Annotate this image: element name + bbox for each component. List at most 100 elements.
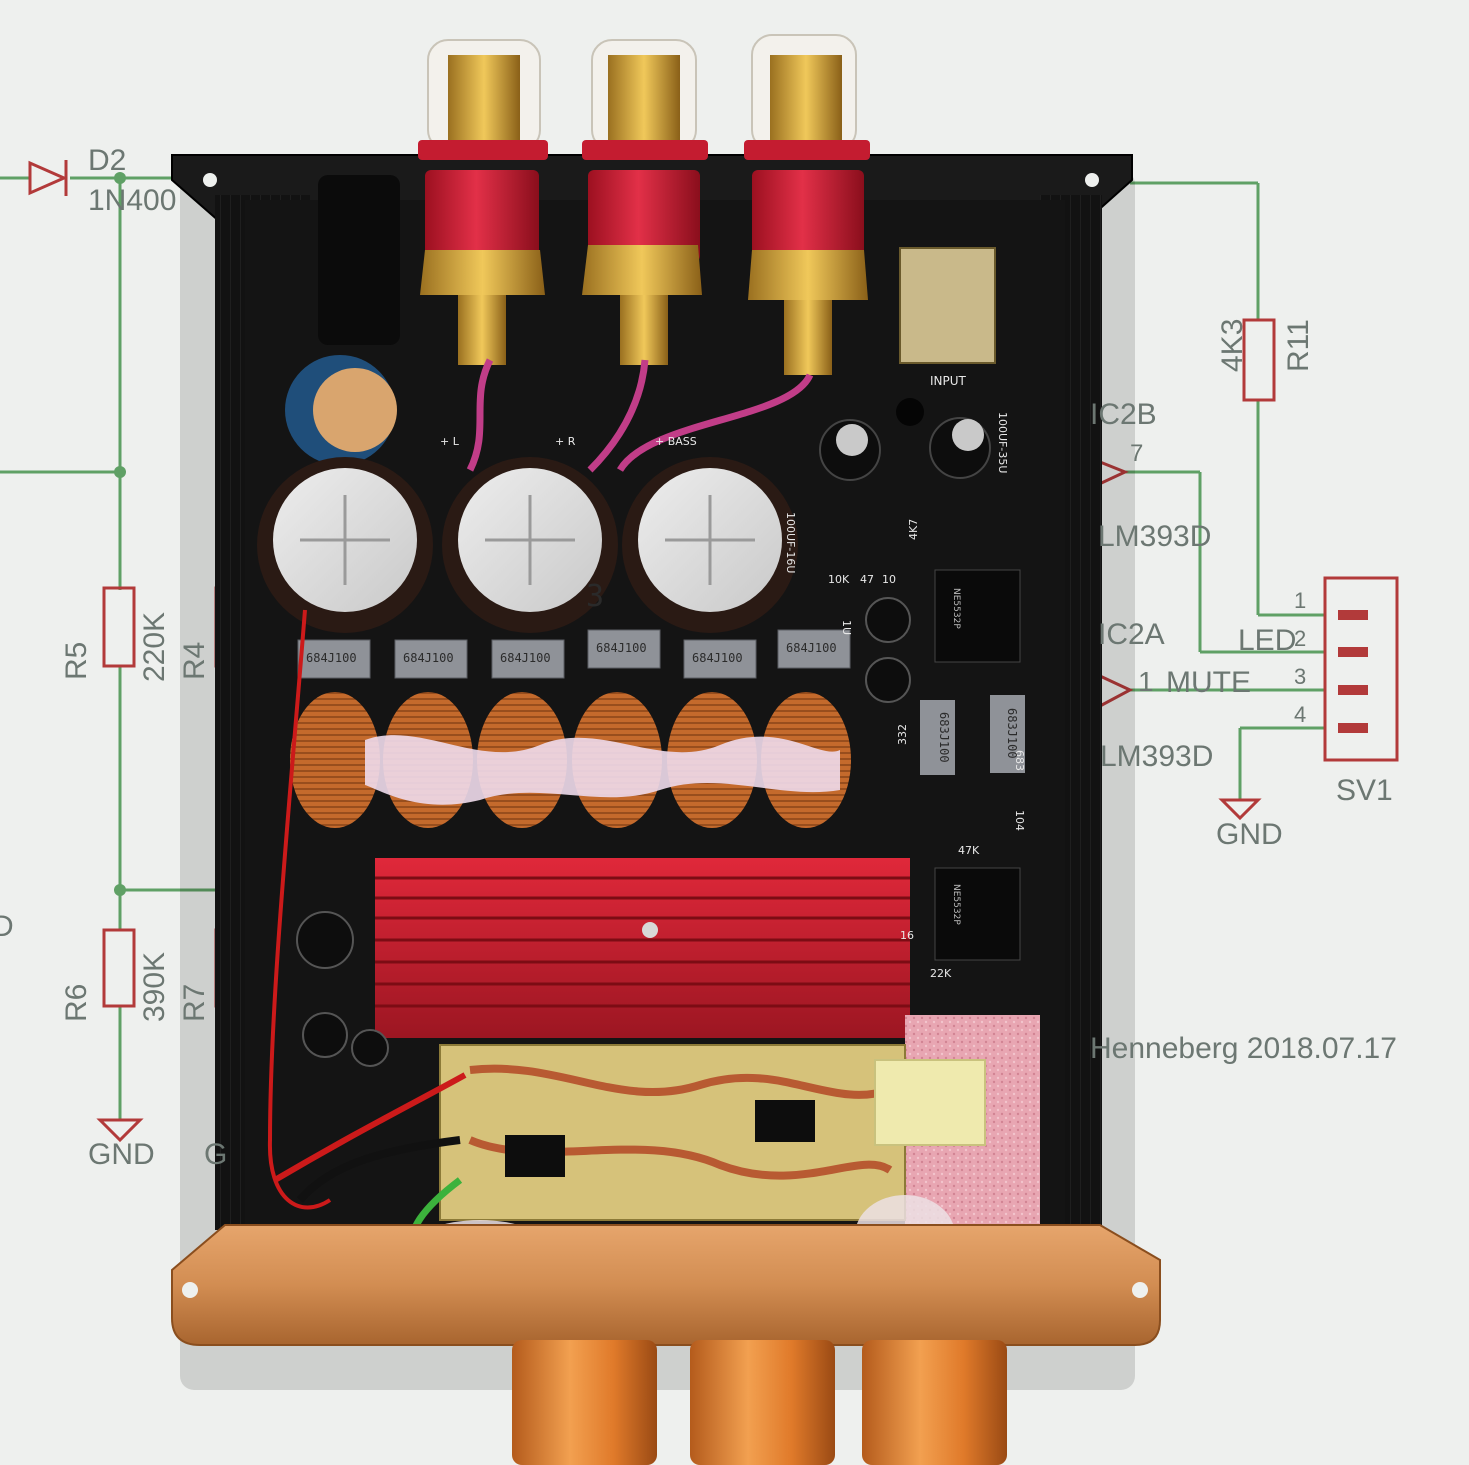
r5-value-label: 220K	[138, 611, 171, 682]
r6-ref-label: R6	[60, 983, 93, 1022]
film-cap-label: 684J100	[596, 641, 647, 655]
gnd-left-label: GND	[88, 1138, 155, 1171]
pcb-silk-10k: 10K	[828, 573, 850, 586]
conn-pin-2: 2	[1294, 626, 1307, 651]
connector-ref-label: SV1	[1336, 774, 1393, 807]
cap-marking-3: 3	[586, 579, 605, 614]
film-cap-label: 684J100	[500, 651, 551, 665]
capacitor-large-1	[257, 457, 433, 633]
film-capacitor	[990, 695, 1025, 773]
diode-symbol	[28, 160, 68, 196]
ic-marking-2: NE5532P	[951, 884, 961, 925]
pcb-polarity-r: + R	[555, 435, 576, 448]
signal-wire	[296, 1136, 461, 1203]
signal-wire	[273, 1072, 467, 1183]
pcb-silk-47: 47	[860, 573, 874, 586]
r5-ref-label: R5	[60, 641, 93, 680]
schematic-left	[0, 176, 220, 1120]
mount-hole	[896, 398, 924, 426]
toroid-coils	[290, 692, 851, 828]
capacitor-small	[296, 911, 354, 969]
capacitor-small	[865, 657, 911, 703]
screw-hole	[203, 173, 217, 187]
capacitor-small	[351, 1029, 389, 1067]
binding-post-right	[744, 34, 870, 375]
pcb-cap-label-1: 100UF-16U	[784, 512, 797, 574]
gnd-right-label: GND	[1216, 818, 1283, 851]
ic-chip	[934, 867, 1021, 961]
binding-post-middle	[582, 39, 708, 365]
conn-pin-3: 3	[1294, 664, 1307, 689]
signature-label: Henneberg 2018.07.17	[1090, 1032, 1397, 1065]
edge-partial-label: D	[0, 910, 14, 943]
ground-symbol	[1218, 798, 1262, 821]
ic2a-ref-label: IC2A	[1098, 618, 1165, 651]
resistor-symbol	[102, 928, 136, 1008]
ic2a-pin-label: 1	[1138, 666, 1154, 697]
film-cap-label: 684J100	[306, 651, 357, 665]
pcb-polarity-l: + L	[440, 435, 459, 448]
film-capacitor	[920, 700, 955, 775]
capacitor-small	[865, 597, 911, 643]
pcb-silk-104: 104	[1013, 810, 1026, 831]
capacitor-small	[302, 1012, 348, 1058]
pcb-input-label: INPUT	[930, 374, 966, 388]
junction-dot	[114, 466, 126, 478]
film-cap-label: 684J100	[403, 651, 454, 665]
front-panel	[171, 1224, 1161, 1346]
junction-dot	[114, 884, 126, 896]
audio-input-jack	[899, 247, 996, 364]
capacitor-large-2	[442, 457, 618, 633]
film-cap-label-2: 683J100	[937, 712, 951, 763]
pcb-silk-10: 10	[882, 573, 896, 586]
diode-ref-label: D2	[88, 144, 127, 177]
comparator-symbol	[1094, 458, 1134, 708]
r7-ref-label: R7	[178, 983, 211, 1022]
pcb-cap-label-2: 100UF-35U	[996, 412, 1009, 474]
pcb-polarity-bass: + BASS	[655, 435, 697, 448]
conn-pin-1: 1	[1294, 588, 1307, 613]
ground-symbol	[96, 1118, 144, 1143]
connector-symbol	[1323, 576, 1399, 762]
pcb-silk-1u: 1U	[840, 620, 853, 636]
film-capacitor-row	[297, 629, 851, 679]
ic2b-ref-label: IC2B	[1090, 398, 1157, 431]
r11-ref-label: R11	[1282, 319, 1315, 372]
ic2a-part-label: LM393D	[1100, 740, 1214, 773]
binding-post-left	[418, 39, 548, 365]
ic-marking-1: NE5532P	[951, 588, 961, 629]
resistor-symbol	[102, 586, 136, 668]
ic2b-pin-label: 7	[1130, 440, 1144, 467]
ic2b-part-label: LM393D	[1098, 520, 1212, 553]
speaker-wire	[587, 359, 649, 473]
junction-dot	[114, 172, 126, 184]
conn-pin-4: 4	[1294, 702, 1307, 727]
pcb-silk-16: 16	[900, 929, 914, 942]
capacitor-large-3	[622, 457, 798, 633]
ic-chip	[934, 569, 1021, 663]
screw-hole	[1085, 173, 1099, 187]
power-wire	[267, 609, 332, 1210]
r4-ref-label: R4	[178, 641, 211, 680]
speaker-wire	[466, 358, 494, 472]
schematic-right	[1125, 181, 1325, 800]
treble-knob[interactable]	[690, 1340, 835, 1465]
pcb-silk-22k: 22K	[930, 967, 952, 980]
resistor-symbol	[1242, 318, 1276, 402]
pcb-silk-332: 332	[896, 724, 909, 745]
r6-value-label: 390K	[138, 951, 171, 1022]
pcb-silk-4k7: 4K7	[907, 518, 920, 540]
volume-knob[interactable]	[512, 1340, 657, 1465]
r11-value-label: 4K3	[1216, 318, 1249, 372]
mute-net-label: MUTE	[1166, 666, 1251, 699]
gnd-left-partial-label: G	[204, 1138, 228, 1171]
control-perfboard	[439, 1044, 986, 1221]
speaker-wire	[617, 373, 814, 473]
bass-knob[interactable]	[862, 1340, 1007, 1465]
screw-hole	[182, 1282, 198, 1298]
led-net-label: LED	[1238, 624, 1297, 657]
film-cap-label: 684J100	[786, 641, 837, 655]
pcb-silk-47k: 47K	[958, 844, 980, 857]
dc-input-jack	[318, 175, 400, 345]
